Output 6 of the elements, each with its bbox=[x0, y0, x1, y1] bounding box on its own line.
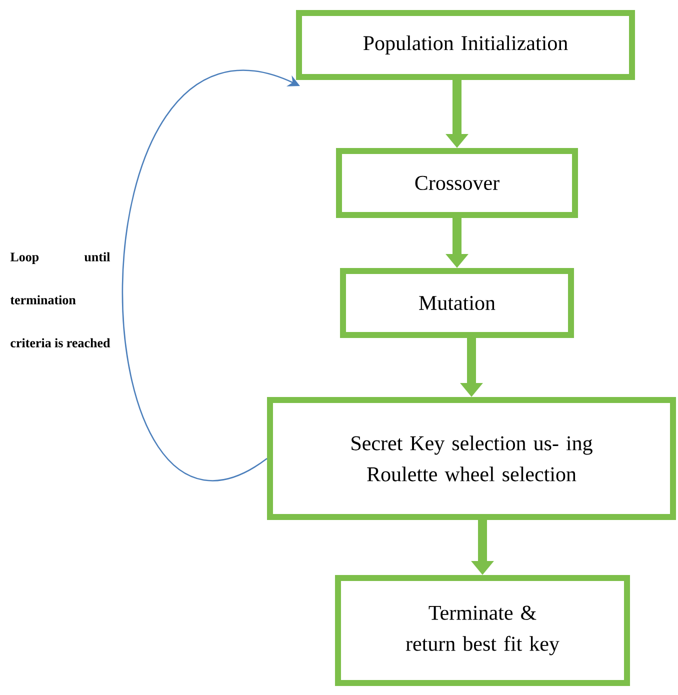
process-box: Secret Key selection us- ing Roulette wheel selection bbox=[267, 397, 676, 520]
process-box: Population Initialization bbox=[296, 10, 635, 80]
process-box: Mutation bbox=[340, 268, 574, 338]
process-box: Crossover bbox=[336, 148, 578, 218]
process-box: Terminate & return best fit key bbox=[335, 575, 630, 686]
loop-note: Loop until termination criteria is reached bbox=[10, 252, 110, 348]
